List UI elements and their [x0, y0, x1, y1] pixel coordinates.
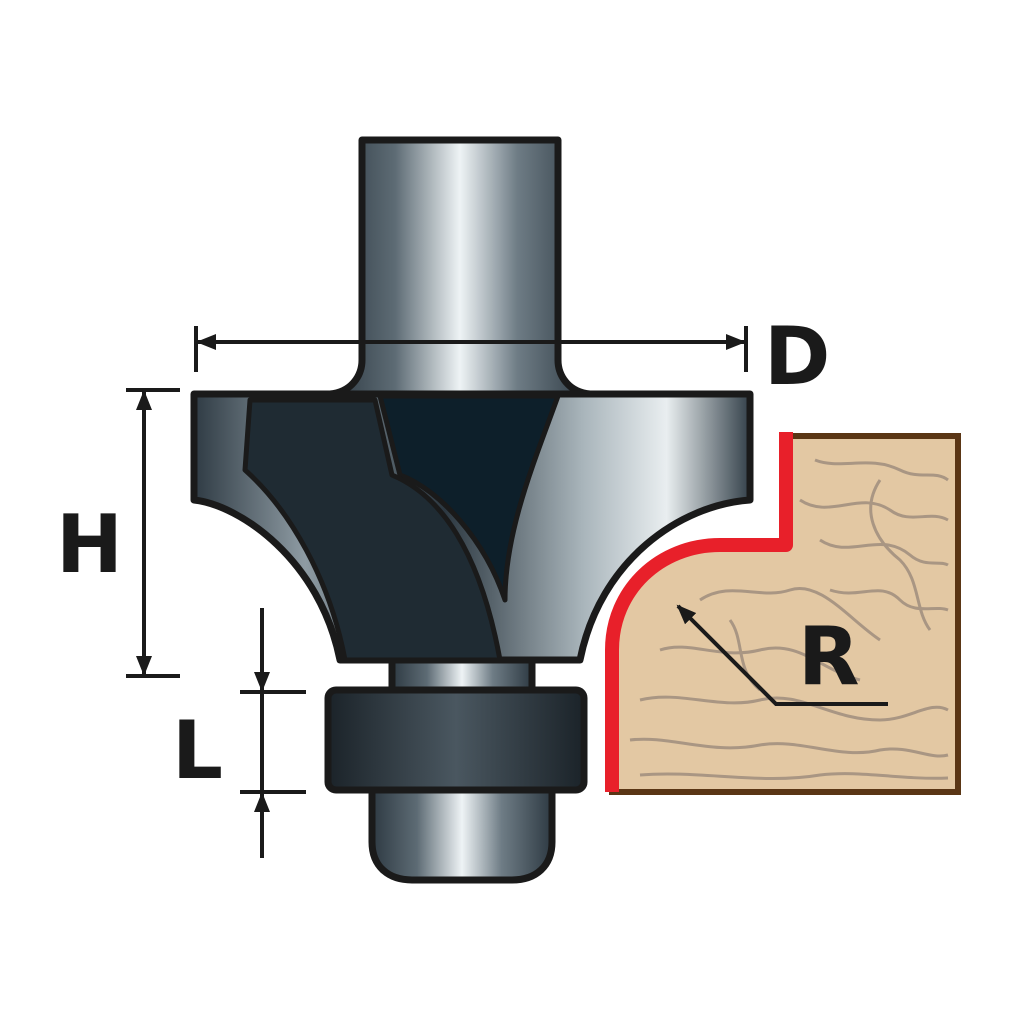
label-r: R [798, 610, 860, 703]
profile-edge [605, 432, 793, 792]
guide-bearing [324, 686, 588, 794]
carbide-insert [377, 393, 561, 603]
router-bit [190, 136, 754, 884]
shank [326, 136, 594, 398]
dimension-r-leader [676, 604, 888, 706]
dimension-lines [126, 326, 888, 858]
label-l: L [172, 704, 223, 797]
pilot-shank [368, 776, 556, 884]
flute [242, 397, 503, 663]
wood-grain [629, 458, 949, 780]
label-h: H [56, 498, 123, 591]
label-d: D [764, 310, 830, 403]
